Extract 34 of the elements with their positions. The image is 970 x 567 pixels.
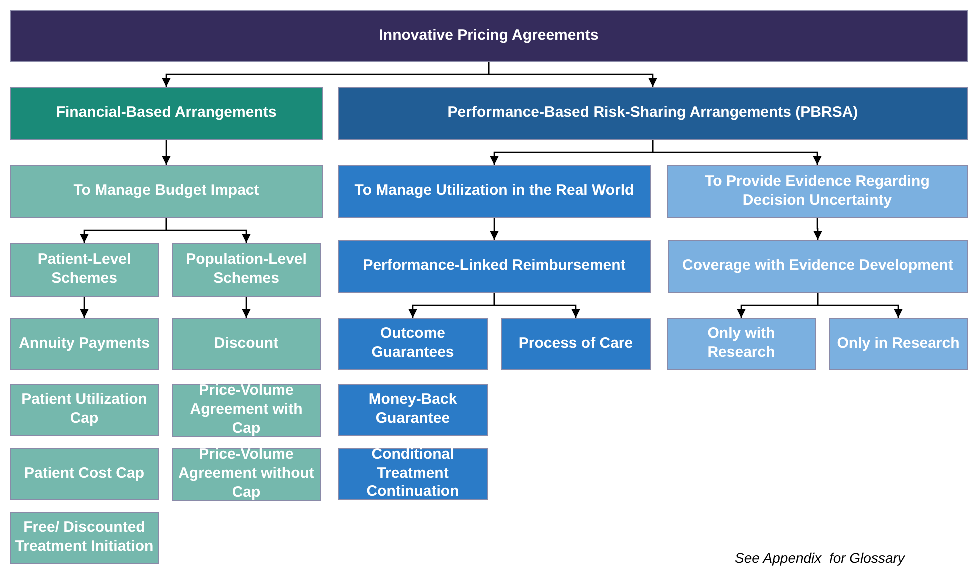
category-box: Coverage with Evidence Development [668,240,968,293]
category-box: Free/ Discounted Treatment Initiation [10,512,159,564]
arrow [817,293,903,318]
arrow [166,218,251,243]
category-box: To Manage Utilization in the Real World [338,165,651,218]
category-box: To Provide Evidence Regarding Decision Uncertainty [667,165,968,218]
category-box: Population-Level Schemes [172,243,321,297]
category-box: Patient Cost Cap [10,448,159,500]
category-box: Only with Research [667,318,816,370]
category-box: Financial-Based Arrangements [10,87,323,140]
footnote: See Appendix for Glossary [735,549,905,567]
category-box: Money-Back Guarantee [338,384,488,436]
arrow [490,218,499,240]
category-box: Patient Utilization Cap [10,384,159,436]
category-box: Process of Care [501,318,651,370]
category-box: Performance-Linked Reimbursement [338,240,651,293]
arrow [652,140,822,165]
arrow [494,293,580,318]
category-box: Conditional Treatment Continuation [338,448,488,500]
category-box: Performance-Based Risk-Sharing Arrangements (PBRSA) [338,87,968,140]
category-box: Price-Volume Agreement with Cap [172,384,321,437]
arrow [80,297,89,318]
category-box: Only in Research [829,318,968,370]
category-box: Annuity Payments [10,318,159,370]
arrow [162,140,171,165]
category-box: Price-Volume Agreement without Cap [172,448,321,501]
arrow [242,297,251,318]
arrow [488,62,658,87]
category-box: Outcome Guarantees [338,318,488,370]
category-box: Innovative Pricing Agreements [10,10,968,62]
category-box: Discount [172,318,321,370]
category-box: Patient-Level Schemes [10,243,159,297]
arrow [814,218,822,240]
category-box: To Manage Budget Impact [10,165,323,218]
